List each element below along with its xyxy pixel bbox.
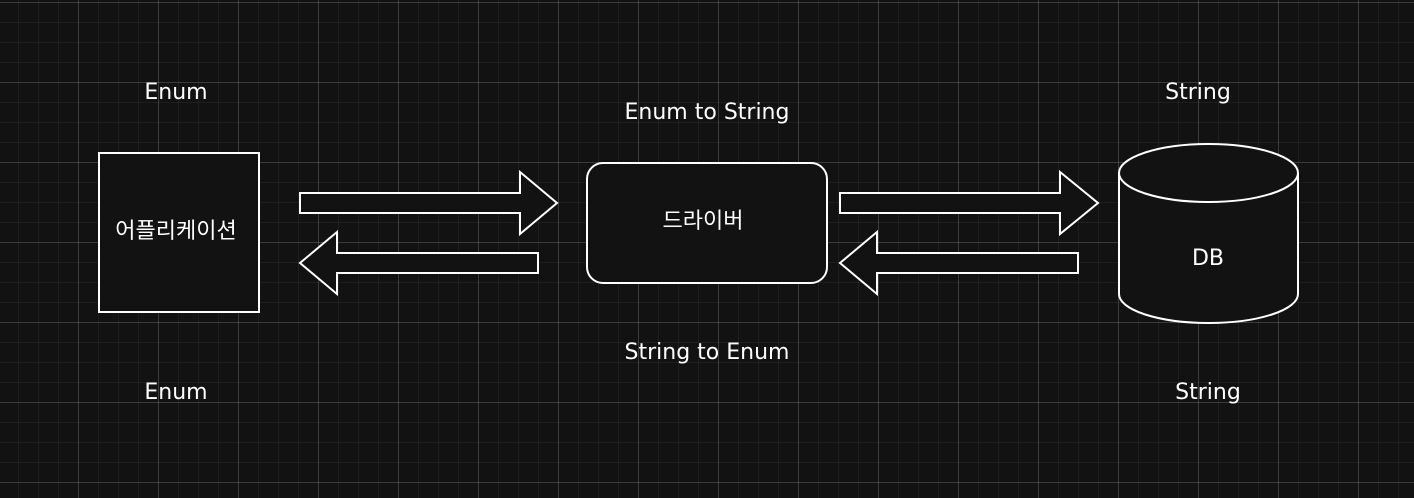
- db-cylinder-top: [1118, 143, 1299, 203]
- arrow-db-to-driver[interactable]: [838, 229, 1079, 297]
- enum-to-string-label: Enum to String: [624, 100, 790, 125]
- arrow-app-to-driver[interactable]: [299, 169, 559, 237]
- driver-label: 드라이버: [662, 209, 744, 234]
- db-label: DB: [1191, 246, 1225, 271]
- db-bottom-type-label: String: [1175, 380, 1241, 405]
- db-node[interactable]: [1118, 143, 1299, 324]
- driver-node[interactable]: [586, 162, 828, 284]
- app-top-type-label: Enum: [144, 80, 208, 105]
- string-to-enum-label: String to Enum: [624, 340, 790, 365]
- db-cylinder-body: [1118, 173, 1299, 324]
- application-node[interactable]: [98, 152, 260, 313]
- arrow-driver-to-db[interactable]: [839, 169, 1100, 237]
- db-top-type-label: String: [1165, 80, 1231, 105]
- application-label: 어플리케이션: [115, 219, 237, 244]
- arrow-driver-to-app[interactable]: [298, 229, 539, 297]
- app-bottom-type-label: Enum: [144, 380, 208, 405]
